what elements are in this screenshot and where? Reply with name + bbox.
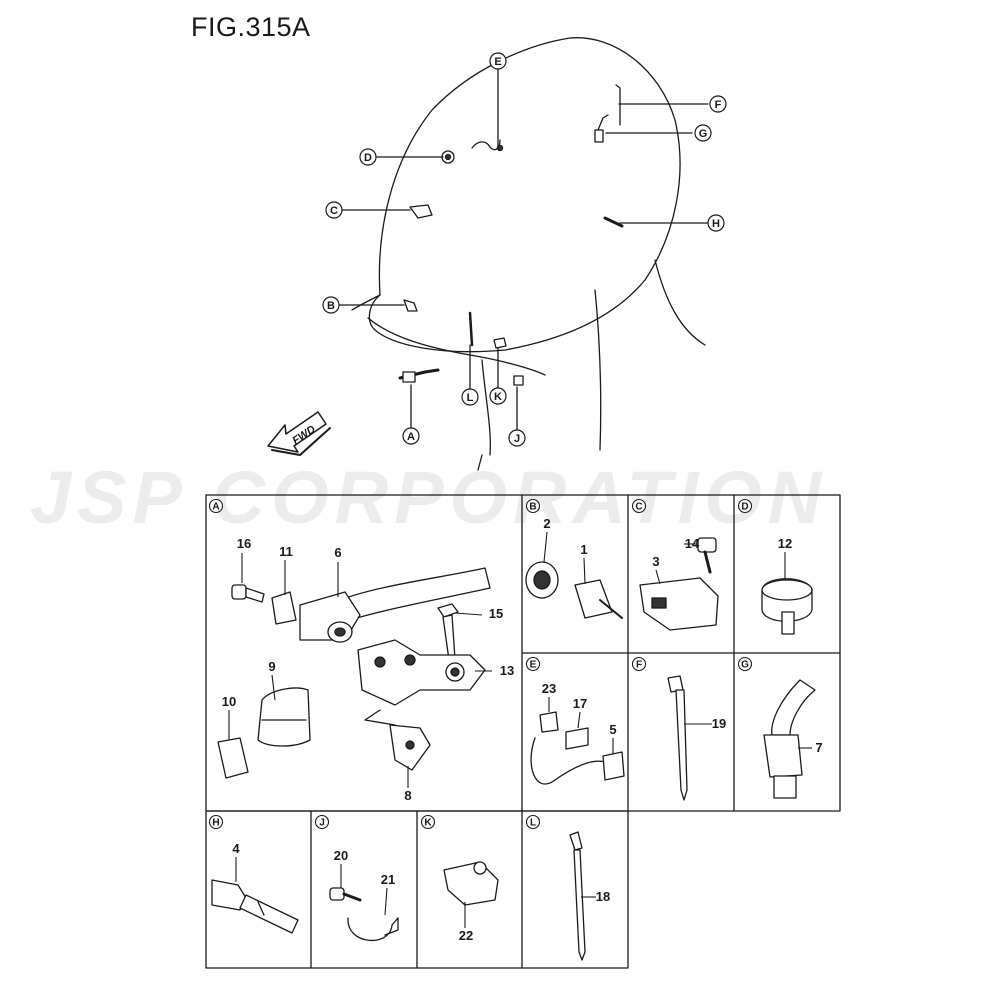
part-number-19: 19 bbox=[712, 716, 726, 731]
panel-letter: L bbox=[530, 818, 536, 829]
panel-letter: J bbox=[319, 818, 325, 829]
panel-badge-c: C bbox=[631, 498, 647, 514]
part-number-23: 23 bbox=[542, 681, 556, 696]
panel-a-drawing bbox=[217, 567, 491, 779]
panel-badge-b: B bbox=[525, 498, 541, 514]
panel-badge-e: E bbox=[525, 656, 541, 672]
panel-badge-l: L bbox=[525, 814, 541, 830]
panel-h-drawing bbox=[211, 879, 299, 934]
part-number-11: 11 bbox=[279, 544, 293, 559]
panel-g-drawing bbox=[763, 679, 816, 799]
part-number-12: 12 bbox=[778, 536, 792, 551]
panel-f-drawing bbox=[667, 675, 688, 801]
part-number-5: 5 bbox=[609, 722, 616, 737]
part-number-21: 21 bbox=[381, 872, 395, 887]
panel-badge-f: F bbox=[631, 656, 647, 672]
part-number-2: 2 bbox=[543, 516, 550, 531]
panel-letter: G bbox=[741, 660, 749, 671]
callout-d: D bbox=[359, 148, 377, 166]
callout-e: E bbox=[489, 52, 507, 70]
part-number-16: 16 bbox=[237, 536, 251, 551]
callout-b: B bbox=[322, 296, 340, 314]
callout-letter: C bbox=[330, 205, 338, 217]
panel-letter: F bbox=[636, 660, 642, 671]
panel-k-drawing bbox=[443, 861, 499, 906]
callout-letter: H bbox=[712, 218, 720, 230]
panel-letter: D bbox=[741, 502, 748, 513]
part-number-13: 13 bbox=[500, 663, 514, 678]
part-number-18: 18 bbox=[596, 889, 610, 904]
panel-badge-j: J bbox=[314, 814, 330, 830]
panel-letter: K bbox=[424, 818, 432, 829]
panel-e-drawing bbox=[530, 711, 625, 785]
panel-letter: C bbox=[635, 502, 642, 513]
part-number-17: 17 bbox=[573, 696, 587, 711]
callout-letter: G bbox=[699, 128, 708, 140]
callout-a: A bbox=[402, 427, 420, 445]
panel-c-drawing bbox=[639, 537, 719, 631]
part-number-20: 20 bbox=[334, 848, 348, 863]
part-number-8: 8 bbox=[404, 788, 411, 803]
part-number-9: 9 bbox=[268, 659, 275, 674]
part-number-10: 10 bbox=[222, 694, 236, 709]
fwd-arrow-icon bbox=[267, 411, 331, 456]
part-number-7: 7 bbox=[815, 740, 822, 755]
callout-g: G bbox=[694, 124, 712, 142]
part-number-14: 14 bbox=[685, 536, 700, 551]
callout-f: F bbox=[709, 95, 727, 113]
callout-letter: F bbox=[715, 99, 722, 111]
panel-grid bbox=[205, 494, 841, 969]
panel-l-drawing bbox=[569, 831, 586, 961]
engine-cowl-outline bbox=[351, 37, 706, 471]
callout-letter: A bbox=[407, 431, 415, 443]
callout-h: H bbox=[707, 214, 725, 232]
panel-b-drawing bbox=[525, 561, 623, 619]
callout-letter: B bbox=[327, 300, 335, 312]
callout-l: L bbox=[461, 388, 479, 406]
part-number-6: 6 bbox=[334, 545, 341, 560]
panel-badge-k: K bbox=[420, 814, 436, 830]
callout-c: C bbox=[325, 201, 343, 219]
panel-letter: A bbox=[212, 502, 219, 513]
figure-title: FIG.315A bbox=[191, 12, 311, 42]
callout-letter: K bbox=[494, 391, 502, 403]
part-leader-lines bbox=[228, 531, 812, 928]
panel-letter: H bbox=[212, 818, 219, 829]
callout-letter: L bbox=[467, 392, 474, 404]
panel-letter: E bbox=[530, 660, 537, 671]
part-number-4: 4 bbox=[232, 841, 240, 856]
callout-letter: D bbox=[364, 152, 372, 164]
callout-k: K bbox=[489, 387, 507, 405]
panel-badge-g: G bbox=[737, 656, 753, 672]
part-number-15: 15 bbox=[489, 606, 503, 621]
overview-leader-lines bbox=[339, 68, 709, 431]
watermark-text: JSP CORPORATION bbox=[30, 456, 828, 539]
panel-letter-badges: A B C D E F G H J K L bbox=[208, 498, 753, 830]
callout-j: J bbox=[508, 429, 526, 447]
callout-letter: J bbox=[514, 433, 520, 445]
overview-small-parts bbox=[398, 84, 624, 386]
callout-letter: E bbox=[494, 56, 501, 68]
part-number-22: 22 bbox=[459, 928, 473, 943]
panel-j-drawing bbox=[329, 887, 399, 941]
part-number-3: 3 bbox=[652, 554, 659, 569]
panel-d-drawing bbox=[761, 578, 813, 635]
panel-badge-d: D bbox=[737, 498, 753, 514]
part-number-1: 1 bbox=[580, 542, 587, 557]
panel-badge-a: A bbox=[208, 498, 224, 514]
panel-badge-h: H bbox=[208, 814, 224, 830]
panel-letter: B bbox=[529, 502, 536, 513]
overview-callouts: A B C D E F G H J K L bbox=[322, 52, 727, 447]
